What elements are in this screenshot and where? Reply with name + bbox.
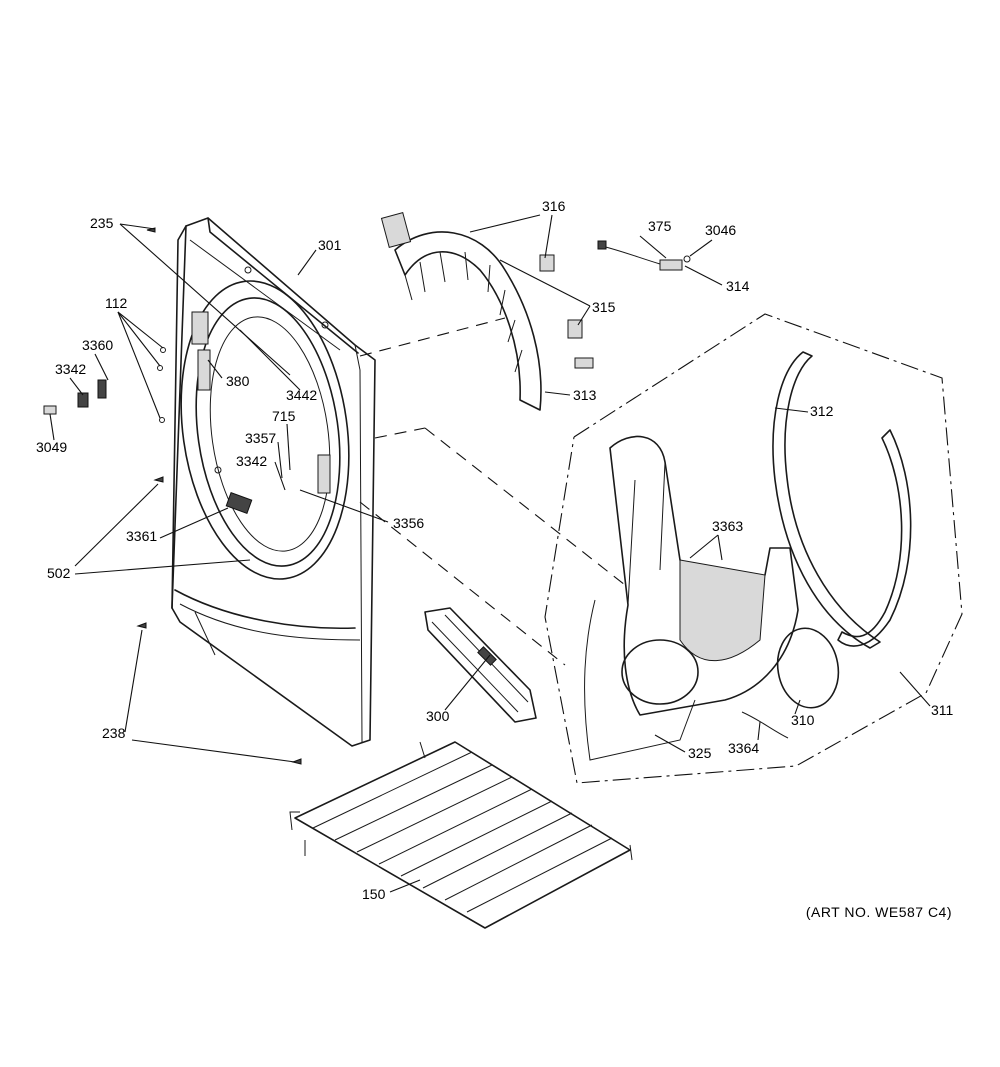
label-3356: 3356 xyxy=(393,515,424,531)
label-310: 310 xyxy=(791,712,815,728)
label-3046: 3046 xyxy=(705,222,736,238)
guide-line-top xyxy=(359,317,506,357)
guide-line-lower xyxy=(359,501,566,666)
group-boundary-311 xyxy=(544,313,963,784)
label-3442: 3442 xyxy=(286,387,317,403)
fasteners-left xyxy=(43,227,302,765)
label-312: 312 xyxy=(810,403,834,419)
drum-seals xyxy=(741,351,912,739)
thermistor-314 xyxy=(597,240,691,271)
label-311: 311 xyxy=(931,702,954,718)
front-panel-301 xyxy=(171,217,376,747)
rear-bulkhead-3363 xyxy=(584,435,799,761)
guide-line-middle xyxy=(374,427,426,439)
assembly-guides xyxy=(359,313,963,784)
label-325: 325 xyxy=(688,745,712,761)
label-316: 316 xyxy=(542,198,566,214)
label-3363: 3363 xyxy=(712,518,743,534)
callout-labels: 235 301 316 375 3046 314 112 315 3360 33… xyxy=(36,198,954,902)
label-3342-bottom: 3342 xyxy=(236,453,267,469)
guide-line-diagonal xyxy=(424,427,626,586)
label-235: 235 xyxy=(90,215,114,231)
upper-bulkhead-313 xyxy=(380,212,594,411)
label-300: 300 xyxy=(426,708,450,724)
label-301: 301 xyxy=(318,237,342,253)
label-112: 112 xyxy=(105,295,128,311)
label-3342-top: 3342 xyxy=(55,361,86,377)
label-380: 380 xyxy=(226,373,250,389)
label-502: 502 xyxy=(47,565,71,581)
label-715: 715 xyxy=(272,408,296,424)
leader-lines xyxy=(49,214,931,893)
label-375: 375 xyxy=(648,218,672,234)
label-3360: 3360 xyxy=(82,337,113,353)
art-number: (ART NO. WE587 C4) xyxy=(805,904,952,920)
label-314: 314 xyxy=(726,278,750,294)
drying-rack-150 xyxy=(289,741,633,929)
label-315: 315 xyxy=(592,299,616,315)
label-150: 150 xyxy=(362,886,386,902)
label-3357: 3357 xyxy=(245,430,276,446)
label-3364: 3364 xyxy=(728,740,759,756)
label-238: 238 xyxy=(102,725,126,741)
label-3361: 3361 xyxy=(126,528,157,544)
label-3049: 3049 xyxy=(36,439,67,455)
lint-filter-300 xyxy=(424,607,537,723)
label-313: 313 xyxy=(573,387,597,403)
